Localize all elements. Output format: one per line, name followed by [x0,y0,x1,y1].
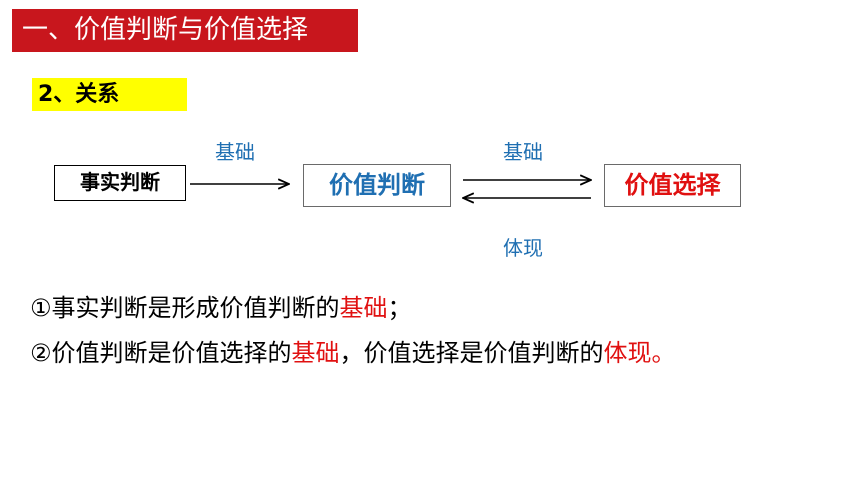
statement-1: ①事实判断是形成价值判断的基础； [30,292,412,324]
statement-2-prefix: ②价值判断是价值选择的 [30,339,292,367]
edge-label-fact-to-judgment: 基础 [215,140,255,164]
statement-2: ②价值判断是价值选择的基础，价值选择是价值判断的体现。 [30,337,676,369]
section-title: 一、价值判断与价值选择 [12,9,358,52]
edge-label-choice-to-judgment: 体现 [503,236,543,260]
statement-2-highlight-2: 体现。 [603,339,676,367]
statement-1-suffix: ； [387,294,412,322]
statement-1-prefix: ①事实判断是形成价值判断的 [30,294,340,322]
statement-1-highlight: 基础 [339,294,388,322]
statement-2-middle: ，价值选择是价值判断的 [339,339,604,367]
edge-label-judgment-to-choice: 基础 [503,140,543,164]
node-fact-judgment: 事实判断 [54,165,186,201]
subheading: 2、关系 [32,78,187,111]
statement-2-highlight: 基础 [291,339,340,367]
node-value-judgment: 价值判断 [303,164,451,207]
node-value-choice: 价值选择 [604,164,741,207]
